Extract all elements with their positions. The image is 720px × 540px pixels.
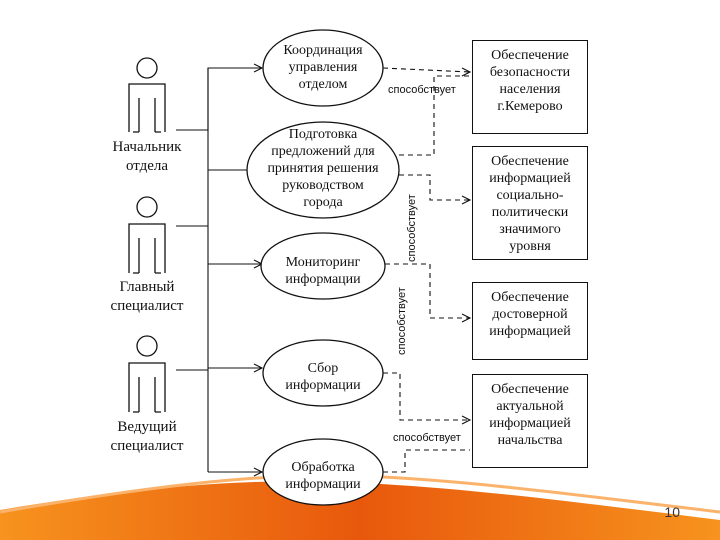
page-number: 10 — [664, 504, 680, 520]
actor-icon-chief — [128, 196, 166, 274]
association-lines — [176, 63, 264, 477]
relation-label: способствует — [406, 194, 418, 262]
relation-label: способствует — [388, 84, 456, 96]
actor-icon-head — [128, 57, 166, 133]
relation-label: способствует — [393, 432, 461, 444]
usecase-monitoring — [260, 232, 386, 300]
actor-icon-lead — [128, 335, 166, 413]
usecase-proposals — [246, 121, 400, 219]
relation-label: способствует — [396, 287, 408, 355]
dependency-arrowheads — [461, 67, 472, 425]
dependency-lines — [382, 67, 471, 473]
